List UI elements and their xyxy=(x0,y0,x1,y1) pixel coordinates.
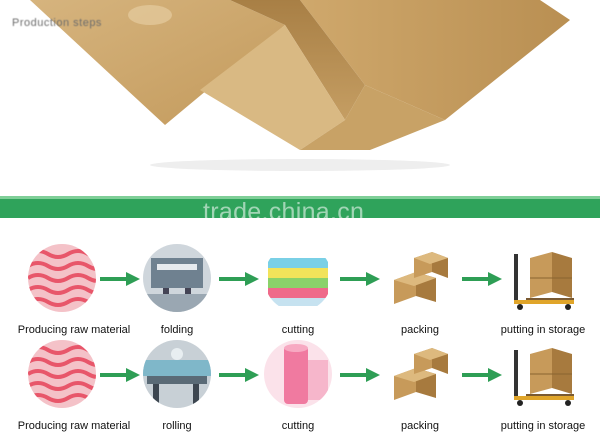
process-row-2: Producing raw material rolling cutting xyxy=(0,340,600,440)
step-label-raw-material: Producing raw material xyxy=(17,324,131,336)
folding-machine-image xyxy=(143,244,211,312)
step-label-rolling: rolling xyxy=(162,420,192,432)
cut-cloth-stack-image xyxy=(264,244,332,312)
cardboard-box-photo xyxy=(0,0,600,195)
arrow-right-icon xyxy=(340,272,380,286)
step-label-packing: packing xyxy=(401,420,439,432)
raw-material-image xyxy=(28,340,96,408)
carton-boxes-image xyxy=(386,340,454,408)
pallet-jack-boxes-image xyxy=(508,340,576,408)
pallet-jack-boxes-image xyxy=(508,244,576,312)
step-label-storage: putting in storage xyxy=(500,420,586,432)
watermark-text: trade.china.cn xyxy=(203,198,365,226)
banner-top-stripe xyxy=(0,196,600,199)
arrow-right-icon xyxy=(462,368,502,382)
arrow-right-icon xyxy=(219,272,259,286)
arrow-right-icon xyxy=(219,368,259,382)
carton-boxes-image xyxy=(386,244,454,312)
arrow-right-icon xyxy=(100,368,140,382)
arrow-right-icon xyxy=(100,272,140,286)
step-label-cutting: cutting xyxy=(281,420,315,432)
banner-title: Production steps xyxy=(12,17,102,29)
arrow-right-icon xyxy=(340,368,380,382)
step-label-cutting: cutting xyxy=(281,324,315,336)
process-row-1: Producing raw material folding cutting xyxy=(0,244,600,344)
process-banner xyxy=(0,196,600,218)
rolling-machine-image xyxy=(143,340,211,408)
raw-material-image xyxy=(28,244,96,312)
step-label-folding: folding xyxy=(160,324,194,336)
step-label-packing: packing xyxy=(401,324,439,336)
step-label-storage: putting in storage xyxy=(500,324,586,336)
arrow-right-icon xyxy=(462,272,502,286)
cut-roll-image xyxy=(264,340,332,408)
step-label-raw-material: Producing raw material xyxy=(17,420,131,432)
